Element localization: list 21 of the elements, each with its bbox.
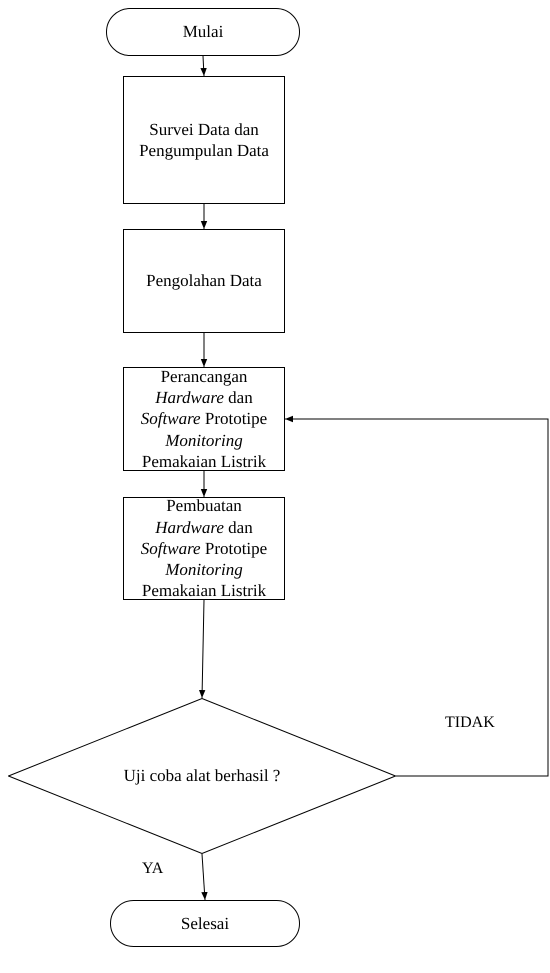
node-text: Survei Data dan Pengumpulan Data bbox=[138, 118, 270, 162]
arrow bbox=[200, 204, 208, 230]
node-text: Pembuatan Hardware dan Software Prototipe Monitoring Pemakaian Listrik bbox=[140, 495, 268, 602]
terminal-shape bbox=[110, 900, 300, 947]
node-text: Mulai bbox=[182, 21, 224, 43]
arrow bbox=[200, 332, 208, 368]
terminal-shape bbox=[106, 8, 300, 56]
arrow bbox=[284, 416, 548, 776]
process-box bbox=[123, 497, 285, 600]
arrow bbox=[200, 470, 208, 498]
node-text: Pengolahan Data bbox=[146, 270, 262, 292]
process-box bbox=[123, 76, 285, 204]
node-text: Perancangan Hardware dan Software Prototipe Monitoring Pemakaian Listrik bbox=[140, 366, 268, 472]
decision-diamond bbox=[8, 698, 396, 854]
arrow bbox=[200, 56, 207, 76]
process-box bbox=[123, 229, 285, 333]
process-box bbox=[123, 367, 285, 471]
arrow bbox=[198, 600, 206, 698]
arrow bbox=[201, 854, 208, 900]
node-text: Uji coba alat berhasil ? bbox=[124, 765, 280, 787]
node-text: Selesai bbox=[180, 912, 230, 934]
